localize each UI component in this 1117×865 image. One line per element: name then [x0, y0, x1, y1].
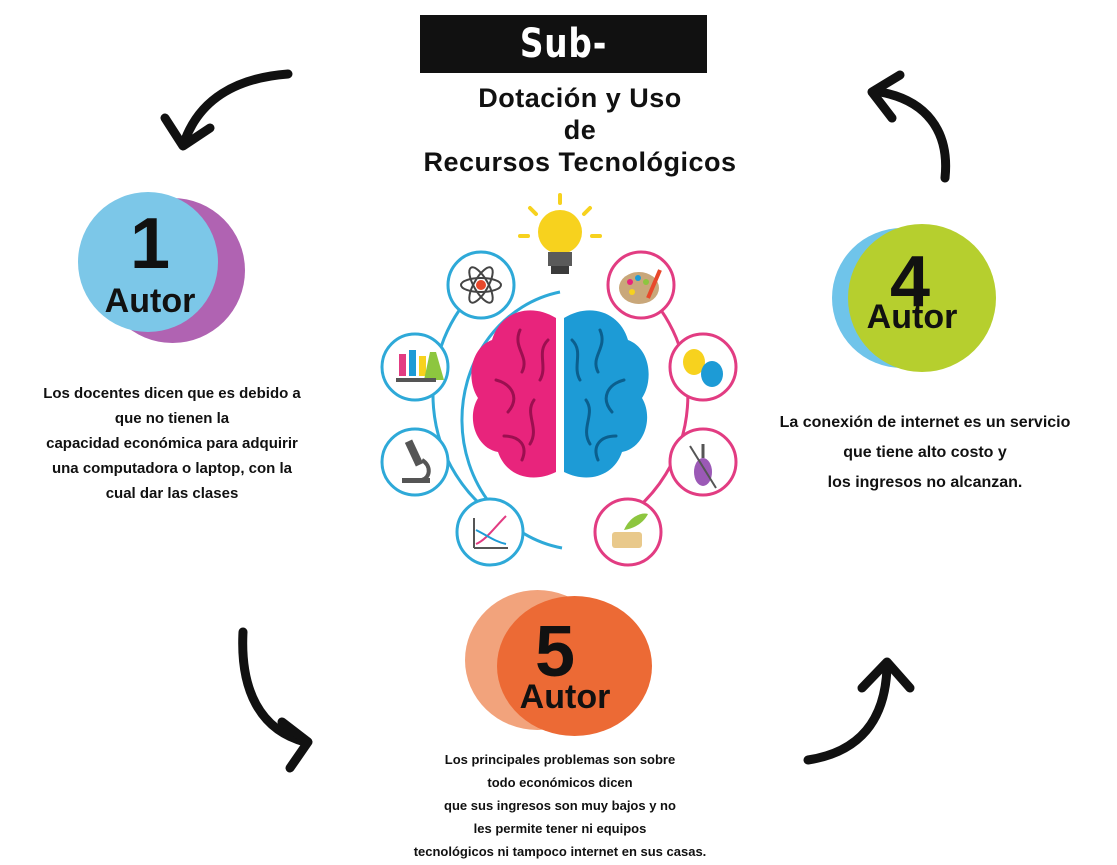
author-5-line-2: todo económicos dicen — [487, 775, 633, 790]
author-1-line-2: que no tienen la — [114, 410, 230, 427]
arrow-top-left-head — [160, 113, 215, 151]
author-4-number: 4 — [889, 242, 931, 322]
arrow-bottom-left-head — [277, 717, 313, 773]
author-1-badge — [78, 192, 218, 332]
subtitle-line-1: Dotación y Uso — [478, 83, 682, 113]
author-1-line-5: cual dar las clases — [105, 485, 239, 502]
atom-icon — [446, 250, 516, 320]
microscope-icon — [380, 427, 450, 497]
author-1-line-1: Los docentes dicen que es debido a — [43, 385, 301, 402]
right-hemisphere — [564, 310, 649, 478]
left-hemisphere — [471, 310, 556, 478]
arrow-bottom-right-head — [857, 657, 915, 693]
subtitle-line-3: Recursos Tecnológicos — [423, 147, 737, 177]
right-ring-outer — [621, 284, 690, 522]
author-1-text: Los docentes dicen que es debido a que n… — [22, 381, 322, 506]
subcategory-label: Sub-Categoria: — [420, 15, 707, 125]
author-1-line-4: una computadora o laptop, con la — [51, 460, 292, 477]
subtitle-line-2: de — [563, 115, 597, 145]
quill-scroll-icon — [593, 497, 663, 567]
arrow-top-right-path — [875, 87, 951, 183]
author-5-badge — [497, 596, 652, 736]
author-5-line-3: que sus ingresos son muy bajos y no — [444, 798, 676, 813]
left-ring-outer — [431, 284, 501, 522]
arrow-bottom-right-path — [803, 663, 892, 765]
graph-icon — [455, 497, 525, 567]
author-4-badge — [848, 224, 996, 372]
palette-icon — [606, 250, 676, 320]
lightbulb-icon — [518, 193, 602, 274]
author-4-line-2: que tiene alto costo y — [843, 444, 1007, 461]
author-1-label: Autor — [104, 282, 196, 320]
author-5-text: Los principales problemas son sobre todo… — [370, 748, 750, 863]
author-4-line-1: La conexión de internet es un servicio — [779, 414, 1071, 431]
author-5-line-1: Los principales problemas son sobre — [444, 752, 676, 767]
arrow-top-left-path — [180, 69, 293, 145]
author-5-number: 5 — [534, 612, 576, 692]
author-4-text: La conexión de internet es un servicio q… — [740, 408, 1110, 498]
author-5-label: Autor — [519, 678, 611, 716]
author-4-line-3: los ingresos no alcanzan. — [827, 474, 1023, 491]
arrow-top-right-head — [867, 70, 905, 123]
author-1-number: 1 — [129, 204, 171, 284]
author-1-line-3: capacidad económica para adquirir — [46, 435, 298, 452]
author-4-label: Autor — [866, 298, 958, 336]
subtitle: Dotación y Uso de Recursos Tecnológicos — [380, 82, 780, 178]
author-5-line-4: les permite tener ni equipos — [473, 821, 647, 836]
arrow-bottom-left-path — [238, 627, 310, 747]
test-tubes-icon — [380, 332, 450, 402]
violin-icon — [668, 427, 738, 497]
theater-masks-icon — [668, 332, 738, 402]
author-5-line-5: tecnológicos ni tampoco internet en sus … — [413, 844, 707, 859]
